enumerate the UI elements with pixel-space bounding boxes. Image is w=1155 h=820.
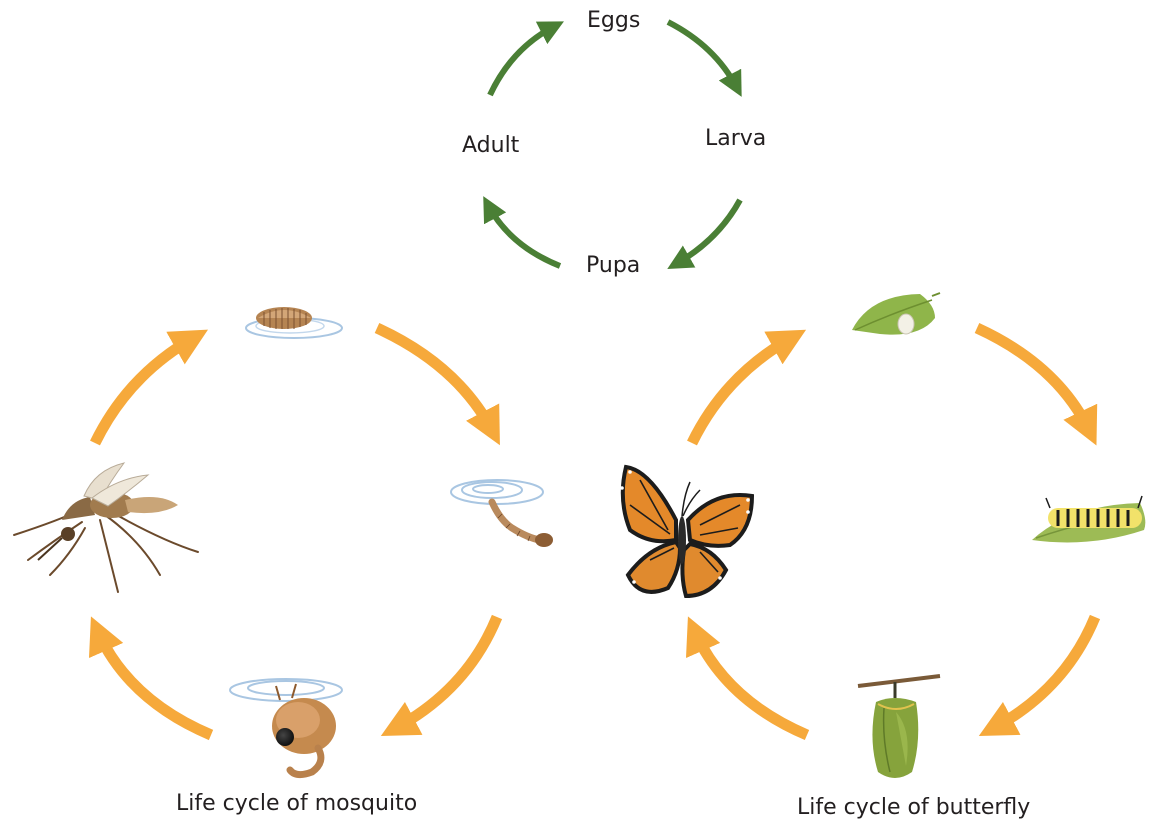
arrow-bfly-eggs-to-caterpillar — [977, 328, 1090, 432]
mosquito-larva-image — [451, 480, 553, 547]
arrow-mosq-eggs-to-larva — [377, 328, 493, 432]
arrow-pupa-to-adult — [488, 205, 560, 266]
arrow-mosq-pupa-to-adult — [97, 630, 211, 735]
arrow-bfly-adult-to-eggs — [692, 337, 793, 443]
arrow-larva-to-pupa — [676, 200, 740, 264]
arrow-mosq-adult-to-eggs — [95, 337, 195, 443]
arrow-eggs-to-larva — [668, 22, 737, 88]
arrow-bfly-chrysalis-to-adult — [694, 630, 807, 735]
mosquito-eggs-image — [246, 307, 342, 338]
mosquito-pupa-image — [230, 679, 342, 775]
caterpillar-image — [1032, 496, 1145, 542]
chrysalis-image — [858, 676, 940, 778]
mosquito-adult-image — [14, 463, 198, 592]
key-cycle-arrows — [488, 22, 740, 266]
butterfly-adult-image — [620, 467, 752, 596]
arrow-adult-to-eggs — [490, 26, 555, 95]
arrow-bfly-caterpillar-to-chrysalis — [992, 617, 1095, 729]
butterfly-eggs-image — [852, 293, 940, 335]
arrow-mosq-larva-to-pupa — [394, 617, 497, 729]
mosquito-cycle-arrows — [95, 328, 497, 735]
butterfly-cycle-arrows — [692, 328, 1095, 735]
